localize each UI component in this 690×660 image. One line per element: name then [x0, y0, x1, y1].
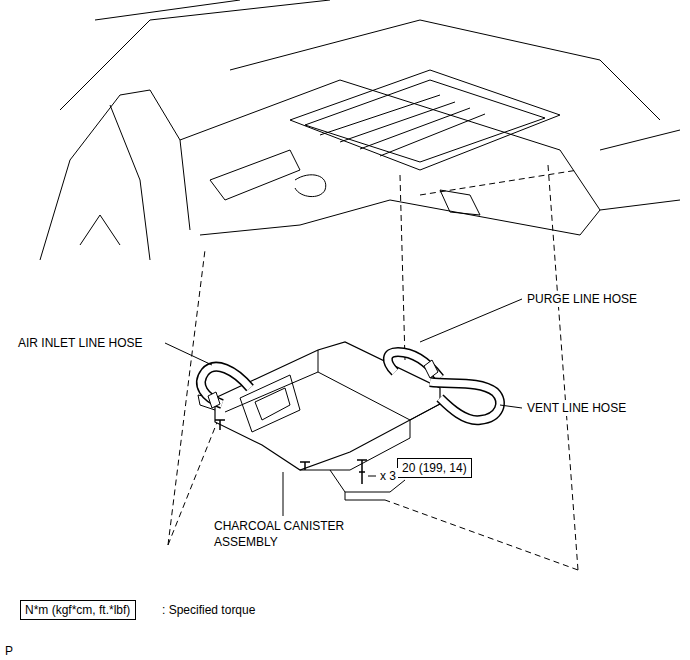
body-line: [80, 215, 120, 245]
vent-hose: [430, 382, 500, 420]
hoses: [201, 352, 500, 420]
purge-hose: [388, 352, 440, 378]
part-name: PURGE LINE HOSE: [525, 291, 639, 307]
dashed-line: [168, 250, 205, 545]
dashed-line: [385, 500, 578, 570]
quantity: x 3: [378, 468, 398, 484]
node-text: N*m (kgf*cm, ft.*lbf): [25, 603, 131, 617]
canister-edge: [300, 420, 410, 470]
rib: [320, 95, 485, 156]
legend-text: : Specified torque: [160, 602, 257, 618]
part-name: AIR INLET LINE HOSE: [16, 335, 144, 351]
canister-edge: [225, 350, 440, 420]
hose-clamp: [424, 360, 438, 378]
leader-lines: [165, 299, 522, 516]
body-line: [600, 130, 680, 210]
bracket: [210, 150, 300, 200]
leader-line: [368, 476, 376, 477]
dashed-line: [400, 175, 405, 360]
bolt: [357, 460, 367, 484]
purge-hose: [388, 352, 440, 378]
bracket: [440, 190, 480, 215]
install-guide: [168, 165, 578, 570]
dashed-line: [548, 165, 578, 570]
canister-body: [215, 342, 440, 470]
body-line: [95, 0, 240, 20]
vehicle-underbody: [40, 0, 680, 260]
bolt: [215, 420, 225, 430]
leader-line: [500, 405, 522, 408]
leader-line: [420, 299, 522, 342]
torque-box: 20 (199, 14): [397, 458, 472, 478]
canister-port: [255, 388, 290, 420]
part-name: CHARCOAL CANISTER ASSEMBLY: [212, 518, 356, 550]
node-text: 20 (199, 14): [402, 461, 467, 475]
torque-legend-box: N*m (kgf*cm, ft.*lbf): [20, 600, 136, 620]
floor-panel: [180, 80, 600, 235]
pipe: [295, 175, 326, 197]
body-panel: [40, 90, 190, 260]
tank-panel: [305, 80, 545, 162]
tank-panel: [290, 70, 560, 170]
vent-hose: [430, 382, 500, 420]
part-name: VENT LINE HOSE: [525, 400, 628, 416]
leader-line: [165, 343, 212, 365]
body-panel: [110, 105, 150, 260]
figure-code: P: [3, 643, 15, 659]
leader-line: [283, 472, 284, 516]
bolt: [300, 462, 310, 470]
body-line: [60, 0, 330, 110]
hose-clamp: [208, 392, 220, 408]
dashed-line: [420, 170, 578, 195]
